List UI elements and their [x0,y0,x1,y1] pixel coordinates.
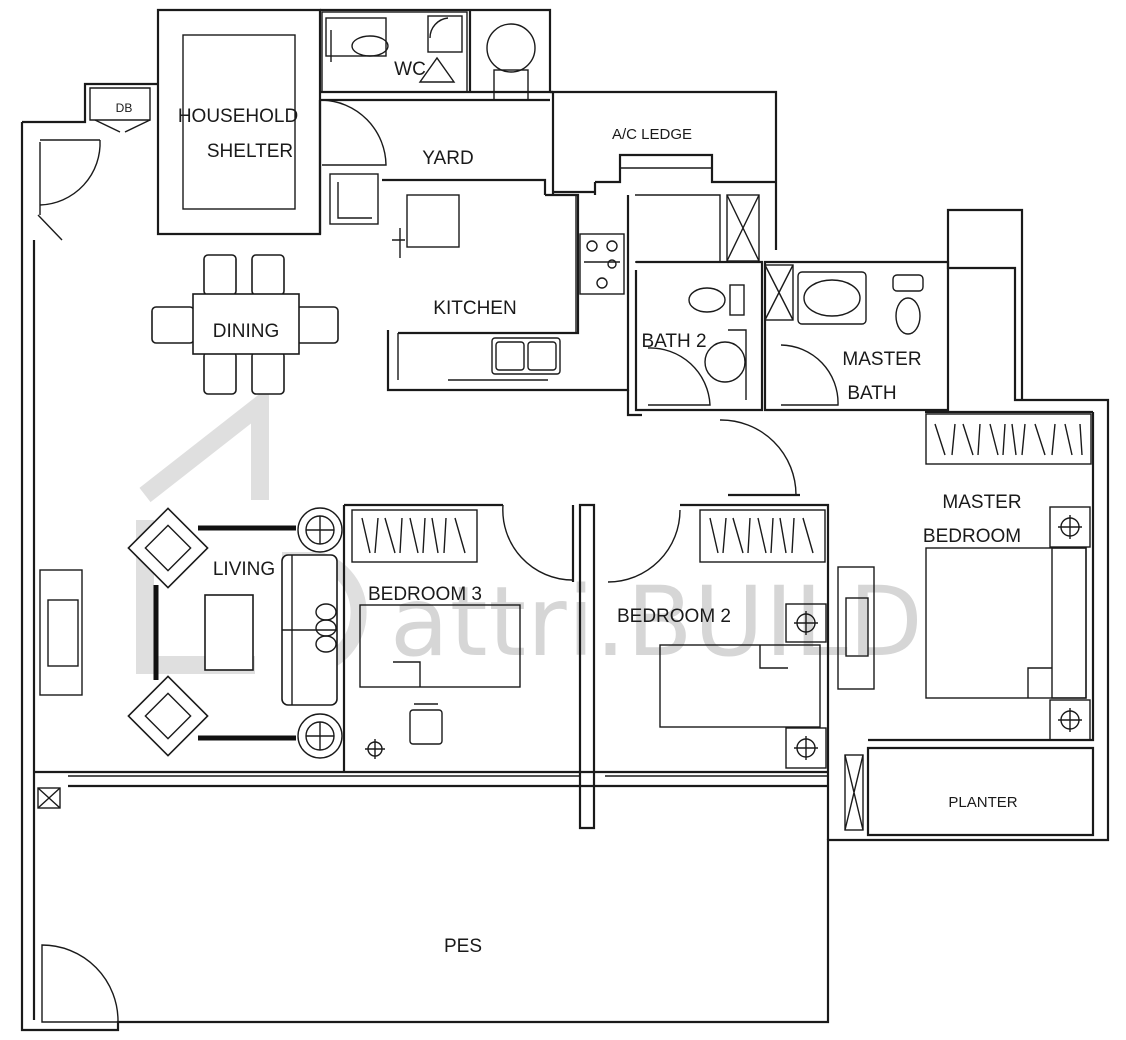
room-label-wc: WC [394,59,426,80]
room-label-yard: YARD [422,148,473,169]
master-bedroom: MASTER BEDROOM [837,410,1095,742]
exterior-walls [20,8,1110,1032]
room-label-bedroom3: BEDROOM 3 [368,584,482,605]
ac-ledge: A/C LEDGE [553,126,776,263]
room-label-household: HOUSEHOLD [178,106,298,127]
room-label-kitchen: KITCHEN [433,298,516,319]
kitchen: KITCHEN [386,193,642,417]
bedroom-3: BEDROOM 3 [342,503,575,772]
room-label-shelter: SHELTER [207,141,293,162]
master-bath: MASTER BATH [763,260,950,412]
household-shelter: HOUSEHOLD SHELTER [178,34,298,210]
corridor-door[interactable] [719,419,800,497]
room-label-dining: DINING [213,321,280,342]
room-label-bath2: BATH 2 [641,331,706,352]
bath-2: BATH 2 [634,260,764,412]
room-label-pes: PES [444,936,482,957]
room-label-bath: BATH [847,383,896,404]
main-entrance-door[interactable] [37,139,101,241]
room-label-master: MASTER [842,349,921,370]
watermark-text: attri.BUILD [390,566,924,678]
db-cabinet: DB [89,87,151,133]
room-label-living: LIVING [213,559,275,580]
dining-table-set: DINING [151,254,339,395]
yard: YARD [318,98,550,234]
planter: PLANTER [844,746,1095,837]
room-label-bedroom-b: BEDROOM [923,526,1021,547]
sliding-windows [34,770,828,809]
living: LIVING [39,507,343,759]
pes: PES [41,936,482,1023]
room-label-ac-ledge: A/C LEDGE [612,126,692,143]
room-label-planter: PLANTER [948,794,1017,811]
room-label-master-b: MASTER [942,492,1021,513]
wc: WC [320,10,553,101]
room-label-db: DB [116,101,133,115]
bedroom-2: BEDROOM 2 [578,503,830,840]
room-label-bedroom2: BEDROOM 2 [617,606,731,627]
